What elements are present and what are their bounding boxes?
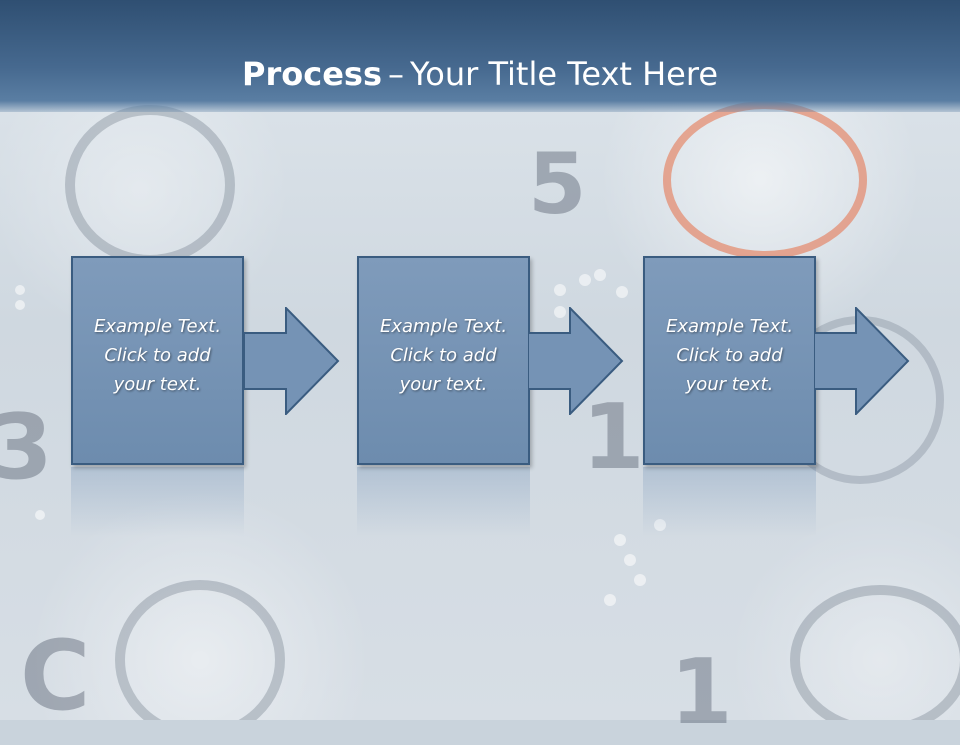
step-2-text: Example Text. Click to add your text. (379, 316, 508, 395)
step-1-box[interactable]: Example Text. Click to add your text. (71, 256, 244, 465)
step-3-arrow-icon (814, 307, 910, 415)
background-digit-five: 5 (528, 135, 587, 233)
title-bold: Process (242, 55, 382, 93)
step-3-box[interactable]: Example Text. Click to add your text. (643, 256, 816, 465)
title-band (0, 0, 960, 112)
background-digit-one: 1 (582, 385, 645, 490)
button-top-left (65, 105, 235, 265)
step-2-box[interactable]: Example Text. Click to add your text. (357, 256, 530, 465)
background-digit-one-bottom: 1 (670, 640, 733, 745)
step-2-arrow-icon (528, 307, 624, 415)
button-bottom-left (115, 580, 285, 720)
background-letters-bottom: C (20, 620, 91, 732)
button-bottom-right (790, 585, 960, 720)
step-3-text: Example Text. Click to add your text. (665, 316, 794, 395)
title-separator: – (387, 55, 404, 93)
step-1-arrow-icon (244, 307, 340, 415)
button-top-right (663, 101, 867, 259)
background-digit-three: 3 (0, 395, 53, 500)
step-1-reflection (71, 467, 244, 537)
title-rest: Your Title Text Here (409, 55, 718, 93)
step-1-text: Example Text. Click to add your text. (93, 316, 222, 395)
slide-title[interactable]: Process–Your Title Text Here (0, 52, 960, 96)
step-2-reflection (357, 467, 530, 537)
step-3-reflection (643, 467, 816, 537)
